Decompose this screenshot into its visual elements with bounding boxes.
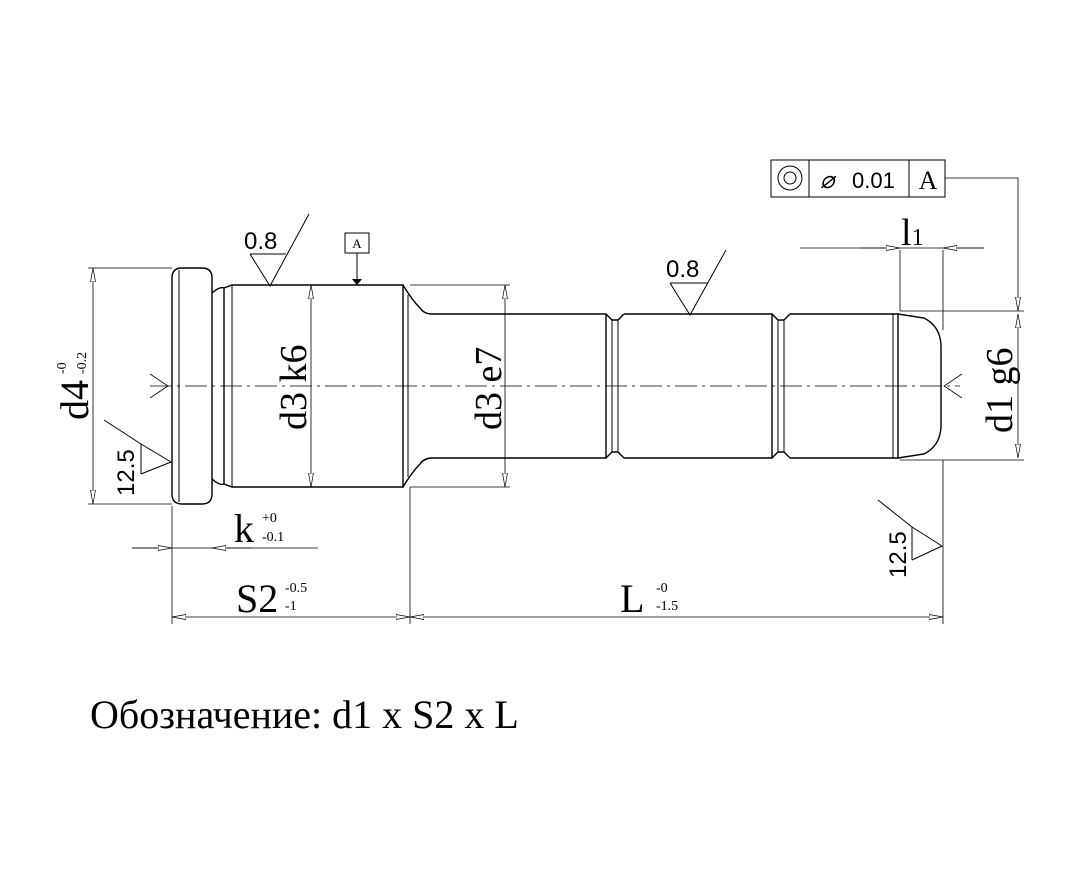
d3-e7-label: d3 e7 <box>468 347 510 430</box>
dim-s2: S2 -0.5 -1 <box>171 487 411 624</box>
svg-text:d4: d4 <box>52 380 97 420</box>
roughness-head-value: 12.5 <box>113 449 140 496</box>
roughness-end-value: 12.5 <box>885 531 912 578</box>
L-lower-tol: -1.5 <box>656 599 678 614</box>
head-flange <box>171 267 213 505</box>
k-lower-tol: -0.1 <box>262 530 284 545</box>
dim-d3-e7: d3 e7 <box>410 284 510 488</box>
tolerance-value: 0.01 <box>852 168 895 193</box>
dim-k: k +0 -0.1 <box>132 506 318 551</box>
dim-L: L -0 -1.5 <box>410 460 944 624</box>
L-upper-tol: -0 <box>656 581 668 596</box>
datum-a-label: A <box>352 236 362 251</box>
roughness-mid-value: 0.8 <box>666 256 699 283</box>
d1-g6-label: d1 g6 <box>979 348 1021 434</box>
roughness-head-face: 12.5 <box>103 419 173 496</box>
roughness-mid-body: 0.8 <box>666 249 727 316</box>
roughness-left-body: 0.8 <box>244 213 310 287</box>
d4-lower-tol: -0.2 <box>75 352 90 374</box>
d3-k6-label: d3 k6 <box>273 345 315 431</box>
d4-label: d4 <box>52 380 97 420</box>
d4-upper-tol: -0 <box>55 362 70 374</box>
dim-l1: l1 <box>800 212 984 330</box>
concentricity-icon <box>777 165 803 191</box>
dim-d1-g6: d1 g6 <box>900 310 1024 461</box>
roughness-left-value: 0.8 <box>244 228 277 255</box>
part-outline <box>149 267 963 505</box>
k-label: k <box>234 506 254 551</box>
designation-text: Обозначение: d1 x S2 x L <box>90 692 519 737</box>
tolerance-frame: ⌀ 0.01 A <box>770 159 1018 311</box>
dim-d3-k6: d3 k6 <box>273 285 315 487</box>
tolerance-datum: A <box>919 166 938 195</box>
groove-2 <box>771 313 791 459</box>
diameter-icon: ⌀ <box>820 168 837 194</box>
s2-lower-tol: -1 <box>285 599 297 614</box>
s2-label: S2 <box>236 576 278 621</box>
L-label: L <box>620 576 644 621</box>
roughness-end-face: 12.5 <box>877 499 944 578</box>
s2-upper-tol: -0.5 <box>285 581 307 596</box>
groove-1 <box>605 313 625 459</box>
dim-d4: d4 -0 -0.2 <box>52 267 172 505</box>
fillet-undercut <box>402 284 433 488</box>
k-upper-tol: +0 <box>262 511 277 526</box>
l1-label: l1 <box>901 212 924 254</box>
datum-a: A <box>344 232 370 285</box>
